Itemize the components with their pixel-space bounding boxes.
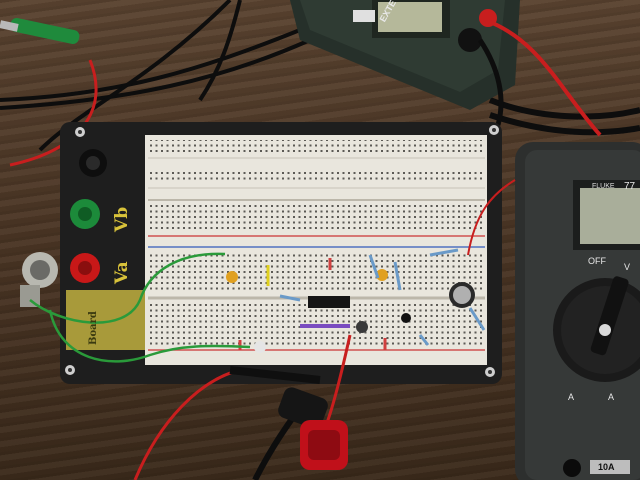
green-alligator-clip	[0, 17, 80, 44]
circuit-components	[226, 248, 486, 353]
red-lead-top	[484, 18, 602, 137]
test-leads	[133, 334, 352, 480]
meter-right-a-left: A	[568, 392, 575, 402]
meter-right-brand: FLUKE	[592, 183, 615, 190]
meter-right-a-right: A	[608, 392, 615, 402]
bnc-connector	[20, 252, 58, 307]
meter-right-current-jack: 10A	[598, 462, 615, 472]
breadboard	[145, 135, 487, 365]
black-cables	[0, 0, 640, 152]
multimeter-right	[515, 142, 640, 480]
meter-right-v: V	[624, 262, 631, 272]
meter-right-model: 77	[624, 181, 636, 192]
multimeter-top	[290, 0, 520, 110]
sticker-board-text: Board	[88, 311, 99, 345]
binding-posts	[70, 149, 107, 283]
green-wires	[29, 252, 251, 363]
label-va: Va	[112, 261, 132, 284]
meter-right-off: OFF	[588, 256, 606, 266]
label-vb: Vb	[112, 206, 132, 232]
red-wire-board	[467, 179, 516, 256]
